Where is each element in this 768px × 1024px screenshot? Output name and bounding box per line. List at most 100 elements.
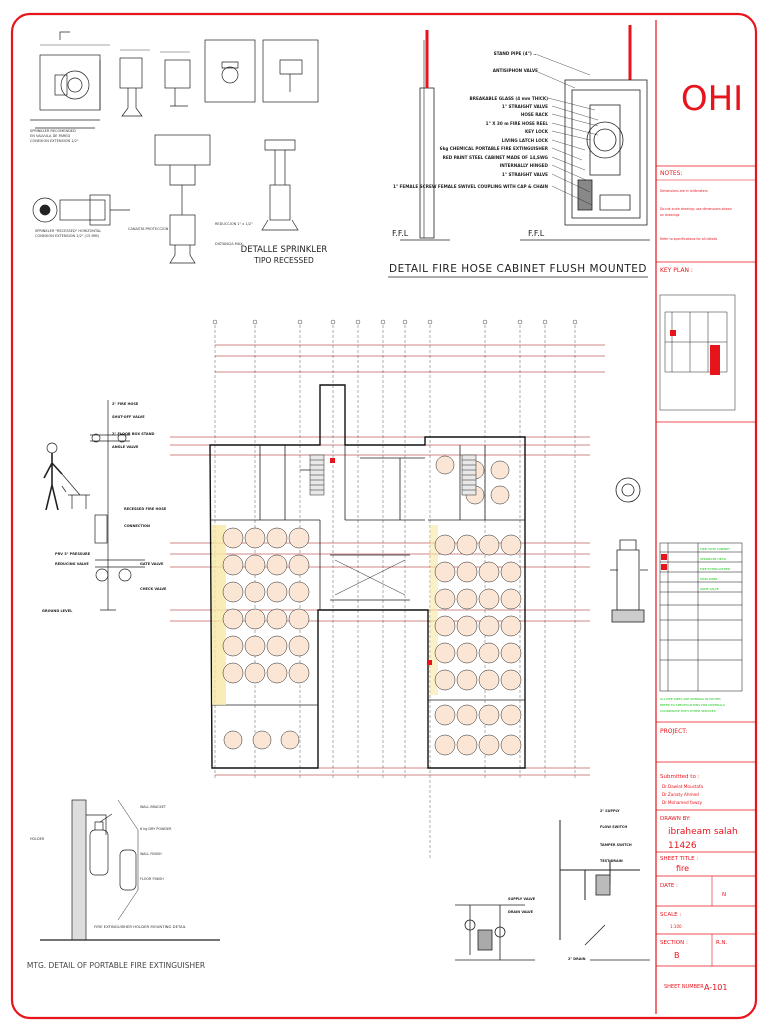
svg-text:6 kg DRY POWDER: 6 kg DRY POWDER <box>140 827 172 831</box>
svg-text:TAMPER SWITCH: TAMPER SWITCH <box>600 843 632 847</box>
svg-text:SHUT-OFF VALVE: SHUT-OFF VALVE <box>112 415 145 419</box>
svg-text:2" FLOOR BOX STAND: 2" FLOOR BOX STAND <box>112 432 155 436</box>
sprinkler-notes: SPRINKLER RECOMENDED EN VALVULA DE PARED… <box>30 129 253 246</box>
extinguisher-notes: WALL BRACKET 6 kg DRY POWDER WALL FINISH… <box>30 805 172 881</box>
hose-label: ANTISIPHON VALVE <box>493 68 538 73</box>
drawn-by-label: DRAWN BY: <box>660 816 691 822</box>
hydrant-notes: 2" FIRE HOSE SHUT-OFF VALVE 2" FLOOR BOX … <box>42 402 167 613</box>
sheet-border <box>10 12 758 1020</box>
notes-label: NOTES: <box>660 170 683 177</box>
drawn-by-id: 11426 <box>668 841 697 851</box>
sheet-number-value: A-101 <box>704 983 727 992</box>
fire-hydrant-elevation <box>610 477 648 623</box>
svg-text:SPRINKLER HEAD: SPRINKLER HEAD <box>700 557 727 561</box>
svg-text:HOLDER: HOLDER <box>30 837 45 841</box>
sprinkler-detail-title: DETALLE SPRINKLER <box>241 245 328 255</box>
hose-label: 1" STRAIGHT VALVE <box>502 172 548 177</box>
hose-label: INTERNALLY HINGED <box>500 163 549 168</box>
svg-text:CANASTA PROTECCION: CANASTA PROTECCION <box>128 227 169 231</box>
svg-text:SPRINKLER RECOMENDED: SPRINKLER RECOMENDED <box>30 129 76 133</box>
svg-text:ANGLE VALVE: ANGLE VALVE <box>112 445 139 449</box>
svg-text:ZONE VALVE: ZONE VALVE <box>700 587 719 591</box>
submitted-name: Dr.Mohamed fawzy <box>662 800 703 805</box>
sprinkler-detail-subtitle: TIPO RECESSED <box>253 256 314 265</box>
hose-label: RED PAINT STEEL CABINET MADE OF 14,SWG <box>443 155 549 160</box>
firm-logo: OHI <box>681 79 743 119</box>
svg-text:Dimensions are in millimeters: Dimensions are in millimeters <box>660 189 708 193</box>
hose-label: HOSE RACK <box>521 112 549 117</box>
hose-label: STAND PIPE (4") ... <box>494 51 539 56</box>
svg-text:FIRE HOSE CABINET: FIRE HOSE CABINET <box>700 547 730 551</box>
svg-text:on drawings: on drawings <box>660 213 680 217</box>
svg-text:GROUND LEVEL: GROUND LEVEL <box>42 609 73 613</box>
svg-text:SPRINKLER "RECESSED" HORIZONTA: SPRINKLER "RECESSED" HORIZONTAL <box>35 229 101 233</box>
svg-text:TEST DRAIN: TEST DRAIN <box>600 859 623 863</box>
hose-cabinet-title: DETAIL FIRE HOSE CABINET FLUSH MOUNTED <box>389 263 647 275</box>
section-value: B <box>674 951 680 960</box>
hose-cabinet-labels: STAND PIPE (4") ... ANTISIPHON VALVE BRE… <box>393 51 549 189</box>
svg-text:CONEXION EXTENSION 1/2" (15 MM: CONEXION EXTENSION 1/2" (15 MM) <box>35 234 100 238</box>
svg-text:ALL PIPE SIZES ARE NOMINAL IN: ALL PIPE SIZES ARE NOMINAL IN INCHES <box>660 697 721 701</box>
submitted-to-label: Submitted to : <box>660 774 700 780</box>
key-plan-drawing <box>659 294 736 411</box>
svg-text:PRV 3" PRESSURE: PRV 3" PRESSURE <box>55 552 91 556</box>
submitted-name: Dr.Zanaty Ahmed <box>662 792 699 797</box>
hydrant-piping-detail <box>43 400 145 611</box>
svg-text:2" FIRE HOSE: 2" FIRE HOSE <box>112 402 139 406</box>
hose-label: 1" FEMALE SCREW FEMALE SWIVEL COUPLING W… <box>393 184 549 189</box>
key-plan-label: KEY PLAN : <box>660 267 693 274</box>
rn-label: R.N. <box>716 940 727 946</box>
svg-text:FLOW SWITCH: FLOW SWITCH <box>600 825 627 829</box>
sheet-title-value: fire <box>676 864 689 873</box>
svg-text:WALL FINISH: WALL FINISH <box>140 852 162 856</box>
svg-text:Refer to specifications for al: Refer to specifications for all details <box>660 237 718 241</box>
floor-plan <box>170 319 605 860</box>
valve-details <box>455 820 650 961</box>
sheet-number-label: SHEET NUMBER <box>664 984 704 990</box>
hose-label: 1" X 30 m FIRE HOSE REEL <box>486 121 549 126</box>
svg-text:SUPPLY VALVE: SUPPLY VALVE <box>508 897 536 901</box>
svg-text:FLOOR FINISH: FLOOR FINISH <box>140 877 164 881</box>
drawn-by-name: ibraheam salah <box>668 827 738 837</box>
extinguisher-holder-caption: FIRE EXTINGUISHER HOLDER MOUNTING DETAIL <box>94 924 187 929</box>
svg-text:DISTANCIA MAX.: DISTANCIA MAX. <box>215 242 244 246</box>
scale-label: SCALE : <box>660 912 681 918</box>
svg-text:CHECK VALVE: CHECK VALVE <box>140 587 167 591</box>
valve-notes: 2" SUPPLY FLOW SWITCH TAMPER SWITCH TEST… <box>508 809 632 961</box>
svg-text:MAIN RISER: MAIN RISER <box>700 577 718 581</box>
svg-text:RECESSED FIRE HOSE: RECESSED FIRE HOSE <box>124 507 167 511</box>
ffl-right-label: F.F.L <box>528 229 545 238</box>
svg-text:GATE VALVE: GATE VALVE <box>140 562 164 566</box>
title-block: OHI NOTES: Dimensions are in millimeters… <box>656 79 756 992</box>
hose-label: 6kg CHEMICAL PORTABLE FIRE EXTINGUISHER <box>440 146 549 151</box>
submitted-name: Dr.Dawlat Moustafa <box>662 784 704 789</box>
legend-table <box>659 542 743 692</box>
extinguisher-detail-title: MTG. DETAIL OF PORTABLE FIRE EXTINGUISHE… <box>27 961 205 970</box>
project-label: PROJECT: <box>660 728 687 735</box>
date-value: N <box>722 892 726 898</box>
svg-text:EN VALVULA DE PARED: EN VALVULA DE PARED <box>30 134 71 138</box>
hose-cabinet-detail <box>400 25 650 241</box>
ffl-left-label: F.F.L <box>392 229 409 238</box>
svg-text:Do not scale drawing; use dime: Do not scale drawing; use dimensions sho… <box>660 207 732 211</box>
svg-text:2" DRAIN: 2" DRAIN <box>568 957 586 961</box>
svg-text:COORDINATE WITH OTHER SERVICES: COORDINATE WITH OTHER SERVICES <box>660 709 716 713</box>
sprinkler-details <box>30 31 319 264</box>
hose-label: BREAKABLE GLASS (4 mm THICK) <box>470 96 549 101</box>
svg-text:DRAIN VALVE: DRAIN VALVE <box>508 910 534 914</box>
svg-text:REDUCING VALVE: REDUCING VALVE <box>55 562 89 566</box>
svg-text:REFER TO SPECIFICATIONS FOR MA: REFER TO SPECIFICATIONS FOR MATERIALS <box>660 703 725 707</box>
scale-value: 1:100 <box>670 924 682 929</box>
svg-text:REDUCCION 1" x 1/2": REDUCCION 1" x 1/2" <box>215 222 253 226</box>
section-label: SECTION : <box>660 940 688 946</box>
svg-text:CONNECTION: CONNECTION <box>124 524 150 528</box>
hose-label: LIVING LATCH LOCK <box>502 138 549 143</box>
sheet-title-label: SHEET TITLE : <box>660 856 698 862</box>
date-label: DATE : <box>660 883 678 889</box>
hose-label: 1" STRAIGHT VALVE <box>502 104 548 109</box>
svg-text:FIRE EXTINGUISHER: FIRE EXTINGUISHER <box>700 567 730 571</box>
extinguisher-detail <box>40 799 220 941</box>
svg-text:CONEXION EXTENSION 1/2": CONEXION EXTENSION 1/2" <box>30 139 79 143</box>
svg-text:WALL BRACKET: WALL BRACKET <box>140 805 167 809</box>
